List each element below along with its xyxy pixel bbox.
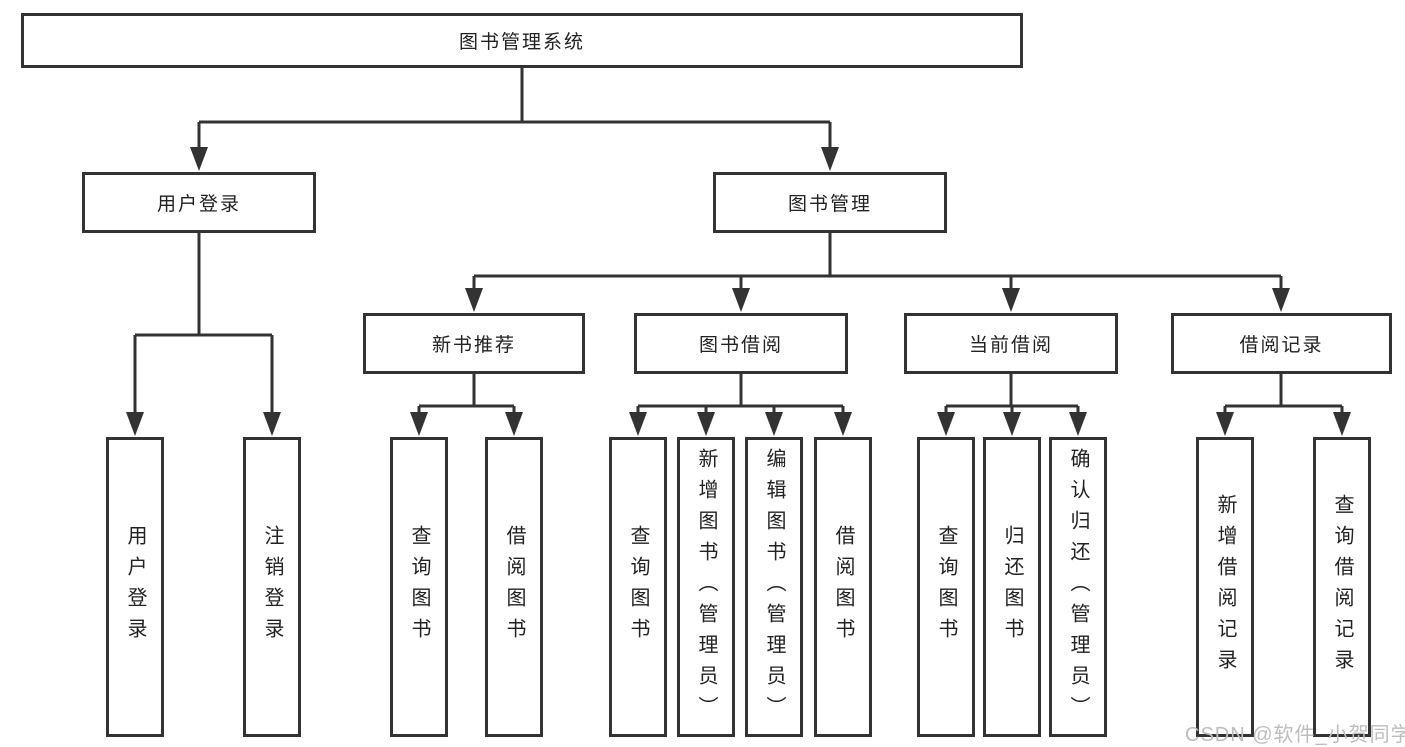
leaf-confirm-return-admin: 确认归还（管理员） — [1049, 437, 1107, 737]
node-label: 当前借阅 — [968, 335, 1053, 356]
node-book-management: 图书管理 — [713, 172, 947, 233]
arrowheads — [126, 147, 1351, 436]
leaf-borrow-book-newbook: 借阅图书 — [485, 437, 543, 737]
node-library-management-system: 图书管理系统 — [21, 13, 1023, 68]
node-current-borrow: 当前借阅 — [904, 313, 1118, 374]
leaf-label: 借阅图书 — [503, 525, 525, 649]
leaf-label: 用户登录 — [124, 525, 146, 649]
leaf-label: 新增借阅记录 — [1214, 494, 1236, 680]
leaf-edit-book-admin: 编辑图书（管理员） — [745, 437, 803, 737]
node-label: 新书推荐 — [431, 335, 516, 356]
leaf-add-borrow-record: 新增借阅记录 — [1196, 437, 1254, 737]
connector-bookmgmt-to-level3 — [472, 233, 1283, 292]
leaf-return-book: 归还图书 — [983, 437, 1041, 737]
leaf-label: 新增图书（管理员） — [695, 447, 717, 727]
node-label: 图书借阅 — [698, 335, 783, 356]
leaf-query-book-newbook: 查询图书 — [390, 437, 448, 737]
leaf-borrow-book-borrow: 借阅图书 — [814, 437, 872, 737]
node-label: 借阅记录 — [1239, 335, 1324, 356]
leaf-label: 归还图书 — [1001, 525, 1023, 649]
csdn-watermark: CSDN @软件_小贺同学 — [1185, 724, 1405, 746]
leaf-label: 注销登录 — [261, 525, 283, 649]
leaf-user-login: 用户登录 — [106, 437, 164, 737]
node-label: 用户登录 — [156, 194, 241, 215]
leaf-label: 查询图书 — [408, 525, 430, 649]
leaf-label: 查询图书 — [935, 525, 957, 649]
connector-history-to-leaves — [1223, 374, 1344, 414]
connector-userlogin-to-leaves — [133, 233, 274, 414]
node-borrow-records: 借阅记录 — [1171, 313, 1392, 374]
leaf-label: 编辑图书（管理员） — [763, 447, 785, 727]
connector-borrow-to-leaves — [636, 374, 845, 414]
node-user-login: 用户登录 — [82, 172, 316, 233]
leaf-logout: 注销登录 — [243, 437, 301, 737]
connector-root-to-level2 — [197, 68, 832, 150]
leaf-query-book-borrow: 查询图书 — [609, 437, 667, 737]
leaf-label: 查询借阅记录 — [1331, 494, 1353, 680]
connector-current-to-leaves — [944, 374, 1080, 414]
leaf-query-book-current: 查询图书 — [917, 437, 975, 737]
node-label: 图书管理 — [787, 194, 872, 215]
node-new-book-recommend: 新书推荐 — [363, 313, 585, 374]
connector-newbook-to-leaves — [417, 374, 516, 414]
leaf-label: 确认归还（管理员） — [1067, 447, 1089, 727]
node-label: 图书管理系统 — [458, 32, 585, 53]
node-book-borrow: 图书借阅 — [634, 313, 848, 374]
leaf-add-book-admin: 新增图书（管理员） — [677, 437, 735, 737]
leaf-label: 借阅图书 — [832, 525, 854, 649]
leaf-query-borrow-record: 查询借阅记录 — [1313, 437, 1371, 737]
leaf-label: 查询图书 — [627, 525, 649, 649]
